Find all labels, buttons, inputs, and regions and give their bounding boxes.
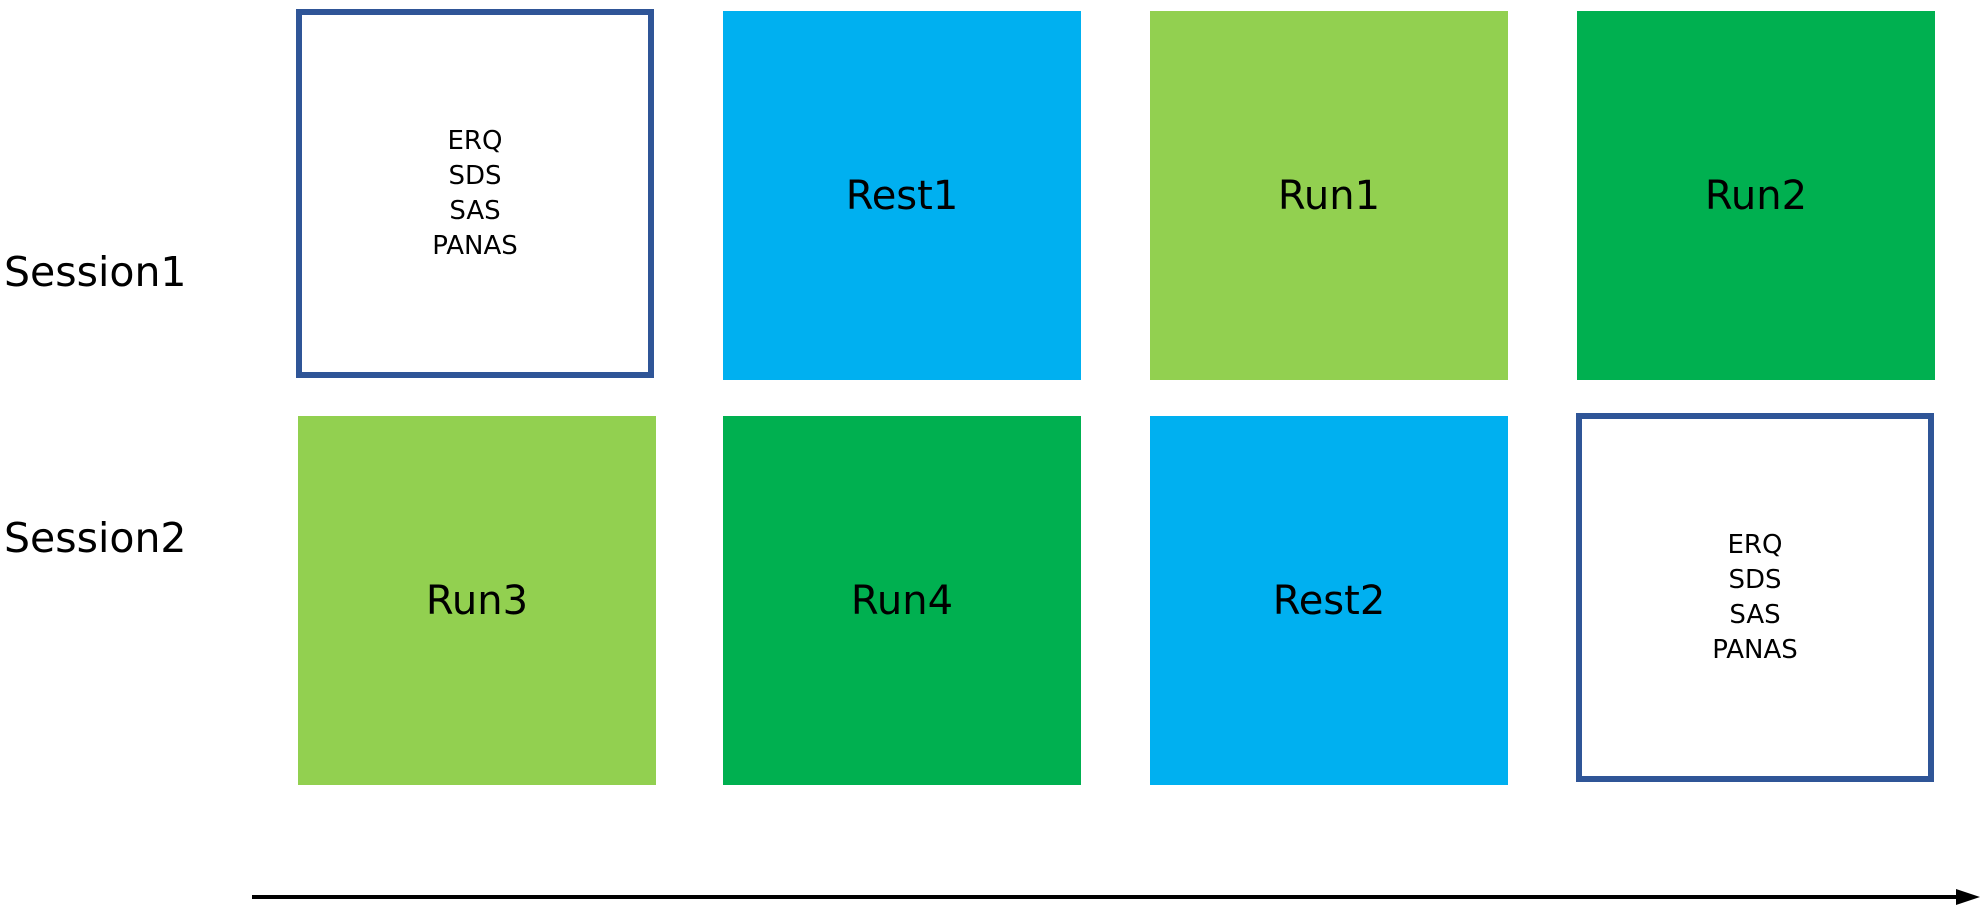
run3-box: Run3 [298, 416, 656, 785]
questionnaire-item: ERQ [1727, 529, 1783, 560]
questionnaire-item: ERQ [447, 125, 503, 156]
questionnaire-item: PANAS [1712, 634, 1798, 665]
rest2-box: Rest2 [1150, 416, 1508, 785]
run2-box: Run2 [1577, 11, 1935, 380]
rest1-label: Rest1 [845, 172, 959, 219]
rest1-box: Rest1 [723, 11, 1081, 380]
session1-questionnaire-box: ERQ SDS SAS PANAS [296, 9, 654, 378]
questionnaire-item: PANAS [432, 230, 518, 261]
rest2-label: Rest2 [1272, 577, 1386, 624]
run2-label: Run2 [1704, 172, 1808, 219]
timeline-arrow [252, 889, 1980, 905]
session2-questionnaire-box: ERQ SDS SAS PANAS [1576, 413, 1934, 782]
session2-label: Session2 [4, 514, 187, 562]
questionnaire-item: SAS [449, 195, 501, 226]
run4-label: Run4 [850, 577, 954, 624]
run1-box: Run1 [1150, 11, 1508, 380]
run4-box: Run4 [723, 416, 1081, 785]
run1-label: Run1 [1277, 172, 1381, 219]
session1-label: Session1 [4, 248, 187, 296]
questionnaire-item: SDS [448, 160, 502, 191]
timeline-arrow-head [1956, 889, 1980, 905]
questionnaire-item: SDS [1728, 564, 1782, 595]
run3-label: Run3 [425, 577, 529, 624]
questionnaire-item: SAS [1729, 599, 1781, 630]
